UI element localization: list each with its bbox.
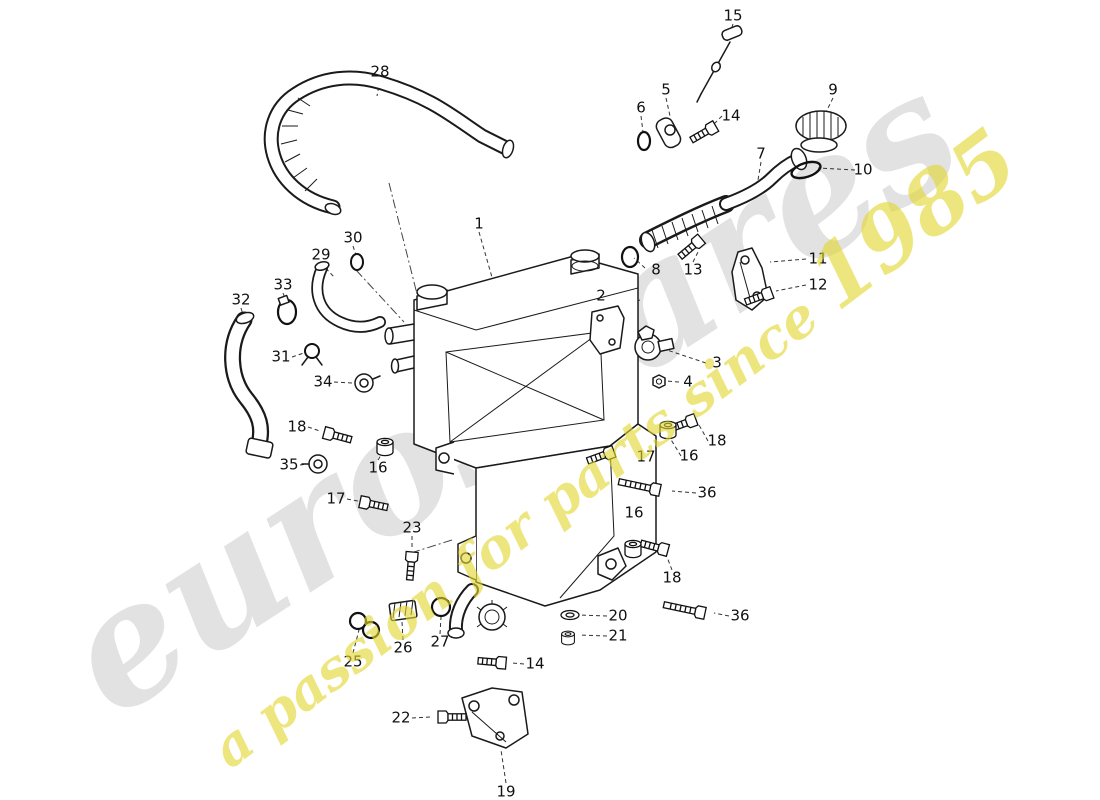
part-29-hose — [311, 260, 386, 333]
part-number-label: 1 — [474, 215, 484, 233]
part-9-filler-cap — [795, 110, 847, 153]
part-number-label: 16 — [368, 459, 387, 477]
part-7-hose — [639, 147, 808, 253]
bolt-22 — [437, 710, 467, 724]
part-number-label: 34 — [313, 373, 332, 391]
part-number-label: 7 — [756, 145, 766, 163]
part-number-label: 33 — [273, 276, 292, 294]
part-number-label: 5 — [661, 81, 671, 99]
part-number-label: 26 — [393, 639, 412, 657]
part-number-label: 18 — [662, 569, 681, 587]
part-25-o-rings — [348, 611, 381, 640]
part-2-flange — [589, 305, 625, 355]
part-number-label: 4 — [683, 373, 693, 391]
part-number-label: 16 — [679, 447, 698, 465]
part-number-label: 22 — [391, 709, 410, 727]
part-31-spring-clamp — [301, 343, 323, 366]
plug-35 — [301, 454, 328, 474]
part-number-label: 15 — [723, 7, 742, 25]
part-10-gasket-ring — [790, 160, 822, 180]
part-number-label: 18 — [707, 432, 726, 450]
part-number-label: 21 — [608, 627, 627, 645]
part-number-label: 19 — [496, 783, 515, 800]
part-27-o-ring — [430, 596, 452, 618]
fasteners — [301, 120, 775, 724]
part-number-label: 16 — [624, 504, 643, 522]
part-8-sealing-ring — [620, 245, 640, 269]
grommet-16-lower — [624, 539, 642, 559]
part-number-label: 23 — [402, 519, 421, 537]
part-number-label: 3 — [712, 354, 722, 372]
part-5-clamp-bracket — [655, 117, 682, 149]
part-number-label: 30 — [343, 229, 362, 247]
part-number-label: 29 — [311, 246, 330, 264]
grommet-16-left — [376, 437, 394, 457]
part-21-grommet — [561, 630, 575, 646]
part-28-hose — [263, 70, 515, 216]
part-number-label: 9 — [828, 81, 838, 99]
part-number-label: 28 — [370, 63, 389, 81]
part-number-label: 27 — [430, 633, 449, 651]
part-number-label: 2 — [596, 287, 606, 305]
hose-bellows — [651, 205, 719, 249]
part-number-label: 20 — [608, 607, 627, 625]
part-6-seal-ring — [636, 130, 652, 152]
hose-corrugation — [280, 97, 318, 192]
part-number-label: 18 — [287, 418, 306, 436]
part-number-label: 36 — [697, 484, 716, 502]
bolt-14-bottom — [476, 654, 508, 670]
bolt-14-top — [687, 120, 720, 146]
part-number-label: 36 — [730, 607, 749, 625]
part-number-label: 17 — [326, 490, 345, 508]
part-number-label: 12 — [808, 276, 827, 294]
part-19-bracket — [461, 687, 529, 749]
part-number-label: 6 — [636, 99, 646, 117]
part-number-label: 10 — [853, 161, 872, 179]
bolt-36-lower — [661, 598, 707, 620]
part-number-label: 14 — [721, 107, 740, 125]
part-number-label: 17 — [636, 448, 655, 466]
part-32-hose — [224, 311, 274, 459]
part-number-label: 8 — [651, 261, 661, 279]
part-3-thermostat — [634, 325, 675, 361]
part-4-nut — [652, 374, 666, 389]
part-number-label: 31 — [271, 348, 290, 366]
part-number-label: 13 — [683, 261, 702, 279]
part-number-label: 11 — [808, 250, 827, 268]
part-30-sealing-ring — [350, 253, 364, 271]
part-33-hose-clamp — [276, 294, 298, 326]
washer-20 — [560, 609, 580, 621]
part-number-label: 32 — [231, 291, 250, 309]
part-number-label: 25 — [343, 653, 362, 671]
part-34-grommet — [354, 373, 381, 393]
part-1-oil-tank — [384, 249, 657, 639]
part-15-dipstick — [696, 25, 743, 103]
part-number-label: 35 — [279, 456, 298, 474]
leader-lines — [240, 23, 856, 784]
part-26-threaded-fitting — [388, 599, 418, 622]
part-number-label: 14 — [525, 655, 544, 673]
